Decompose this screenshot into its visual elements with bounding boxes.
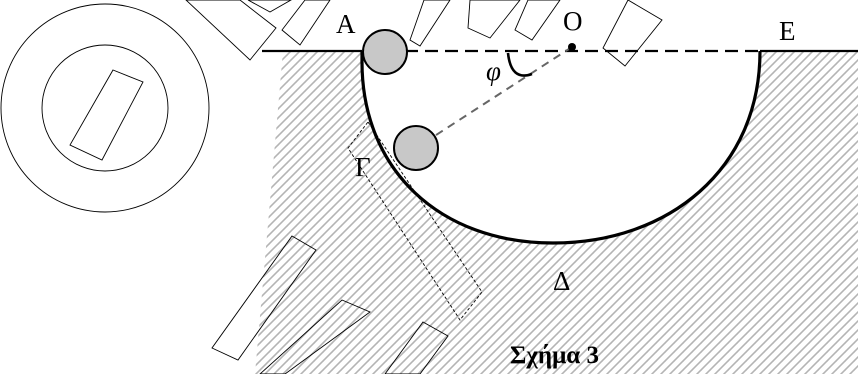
top-slot-3 [281, 0, 331, 46]
bottom-slot-2 [259, 299, 371, 374]
figure-caption: Σχήμα 3 [510, 342, 599, 369]
ball-at-a [362, 29, 408, 75]
top-slot-4 [409, 0, 451, 47]
semicircular-groove [360, 50, 762, 245]
top-slot-7 [602, 0, 663, 67]
label-e: E [779, 16, 796, 46]
outer-ring [0, 3, 210, 213]
top-slot-6 [514, 0, 561, 41]
bottom-slot-3 [384, 321, 449, 374]
label-gamma: Γ [355, 152, 371, 182]
label-phi: φ [486, 56, 501, 86]
top-slot-5 [467, 0, 521, 39]
angle-phi-arc [506, 52, 533, 77]
center-point-o [568, 43, 576, 51]
label-delta: Δ [553, 266, 570, 296]
dashed-slot [347, 121, 483, 321]
top-slot-1 [185, 0, 277, 61]
bottom-slot-1 [211, 235, 317, 361]
ground-hatch [255, 51, 858, 374]
label-o: Ο [563, 6, 583, 36]
ball-at-gamma [393, 125, 439, 171]
top-slot-2 [247, 0, 292, 13]
inner-ring [41, 44, 169, 172]
label-a: A [336, 9, 356, 39]
ring-slot [69, 69, 144, 161]
radius-dashed-line [415, 46, 573, 149]
background-shapes [0, 0, 663, 374]
